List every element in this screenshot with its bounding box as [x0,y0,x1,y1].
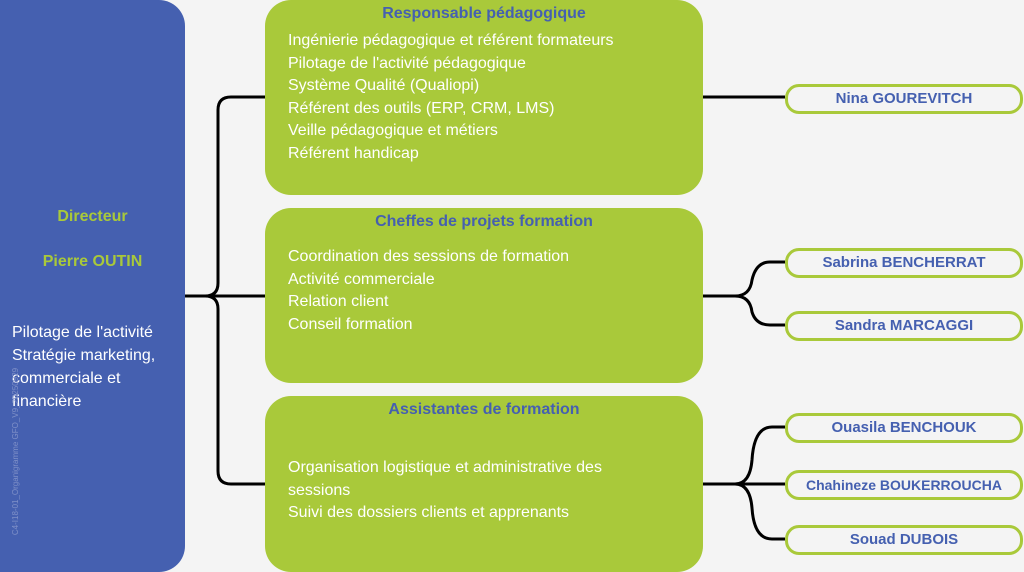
team-items: Coordination des sessions de formation A… [288,246,688,336]
duty: financière [12,393,82,410]
team-item: Relation client [288,293,389,310]
duty: Stratégie marketing, [12,347,156,364]
team-box-responsable: Responsable pédagogique Ingénierie pédag… [265,0,703,195]
duty: Pilotage de l'activité [12,324,153,341]
team-item: Veille pédagogique et métiers [288,122,498,139]
member-souad-dubois: Souad DUBOIS [785,525,1023,555]
team-item: Organisation logistique et administrativ… [288,459,602,499]
document-reference: C4-I18-01_Organigramme GFO_V9_20250929 [11,367,20,536]
team-item: Activité commerciale [288,270,435,288]
member-ouasila-benchouk: Ouasila BENCHOUK [785,413,1023,443]
member-nina-gourevitch: Nina GOUREVITCH [785,84,1023,114]
team-title: Assistantes de formation [388,401,580,418]
director-duties: Pilotage de l'activité Stratégie marketi… [12,321,155,413]
member-chahineze-boukerroucha: Chahineze BOUKERROUCHA [785,470,1023,500]
team-item: Coordination des sessions de formation [288,248,570,265]
team-items: Organisation logistique et administrativ… [288,457,648,525]
team-title: Cheffes de projets formation [375,213,593,230]
team-box-assistantes: Assistantes de formation Organisation lo… [265,396,703,572]
director-box: Directeur Pierre OUTIN Pilotage de l'act… [0,0,185,572]
director-name: Pierre OUTIN [42,253,143,270]
member-sandra-marcaggi: Sandra MARCAGGI [785,311,1023,341]
team-title: Responsable pédagogique [382,5,586,22]
team-box-cheffes: Cheffes de projets formation Coordinatio… [265,208,703,383]
team-items: Ingénierie pédagogique et référent forma… [288,30,688,165]
team-item: Référent des outils (ERP, CRM, LMS) [288,99,555,117]
team-item: Pilotage de l'activité pédagogique [288,54,526,72]
team-item: Conseil formation [288,315,413,333]
team-item: Système Qualité (Qualiopi) [288,77,480,94]
team-item: Suivi des dossiers clients et apprenants [288,504,570,521]
member-sabrina-bencherrat: Sabrina BENCHERRAT [785,248,1023,278]
team-item: Référent handicap [288,144,419,162]
team-item: Ingénierie pédagogique et référent forma… [288,32,614,49]
duty: commerciale et [12,370,121,387]
director-role: Directeur [57,208,128,225]
